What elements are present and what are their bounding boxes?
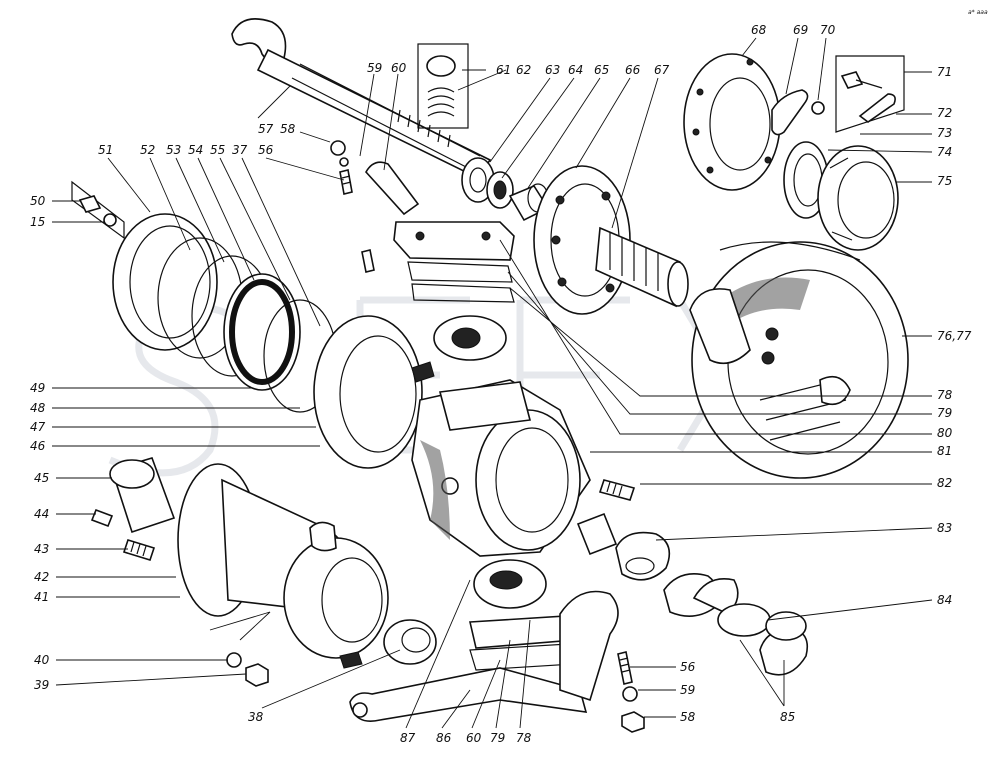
pin-82 [598, 479, 636, 501]
callout-c-43: 43 [34, 542, 49, 556]
bearing-lower [469, 559, 576, 671]
callout-c-82: 82 [937, 476, 952, 490]
callout-c-65: 65 [594, 63, 609, 77]
brake-assembly-76-77 [689, 241, 909, 479]
callout-c-15: 15 [30, 215, 45, 229]
callout-c-44: 44 [34, 507, 49, 521]
callout-c-75: 75 [937, 174, 952, 188]
callout-c-54: 54 [188, 143, 203, 157]
brake-plate-68 [683, 53, 781, 191]
bolts-43-44 [90, 508, 156, 561]
callout-labels: 57 58 59 60 61 62 63 64 65 66 67 68 69 70 71 72 73 74 75 76… [30, 23, 972, 745]
corner-mark: а* ааа [968, 9, 988, 16]
axle-housing-41 [109, 457, 389, 669]
callout-c-47: 47 [30, 420, 46, 434]
pin-56-top [330, 140, 375, 273]
tie-rod-end-83 [576, 512, 671, 581]
callout-c-42: 42 [34, 570, 49, 584]
callout-c-51: 51 [98, 143, 113, 157]
callout-c-71: 71 [937, 65, 952, 79]
cap-spring-box [417, 43, 469, 129]
callout-c-61: 61 [496, 63, 511, 77]
callout-c-73: 73 [937, 126, 952, 140]
steering-arm-86 [349, 590, 619, 722]
callout-c-69: 69 [793, 23, 808, 37]
leader-lines [52, 37, 933, 729]
callout-c-40: 40 [34, 653, 50, 667]
callout-c-66: 66 [625, 63, 641, 77]
callout-c-87: 87 [400, 731, 416, 745]
callout-c-56a: 56 [258, 143, 274, 157]
callout-c-64: 64 [568, 63, 583, 77]
callout-c-63: 63 [545, 63, 560, 77]
wheel-hub-66 [533, 165, 689, 315]
callout-c-59a: 59 [367, 61, 382, 75]
bushing-38 [383, 619, 437, 665]
callout-c-60b: 60 [466, 731, 482, 745]
bearing-upper [433, 315, 507, 361]
callout-c-52: 52 [140, 143, 155, 157]
callout-c-59b: 59 [680, 683, 695, 697]
callout-c-53: 53 [166, 143, 181, 157]
bolt-nut-56-58-59 [617, 651, 645, 733]
callout-c-70: 70 [820, 23, 836, 37]
bolt-50-box [71, 180, 125, 240]
callout-c-60a: 60 [391, 61, 407, 75]
callout-c-80a: 80 [937, 426, 953, 440]
callout-c-41: 41 [34, 590, 49, 604]
seals-63-65 [461, 157, 550, 222]
bearing-housing-75 [817, 145, 899, 251]
callout-c-49: 49 [30, 381, 45, 395]
callout-c-83: 83 [937, 521, 952, 535]
flange-46-47 [313, 315, 435, 469]
callout-c-78b: 78 [516, 731, 532, 745]
callout-c-39: 39 [34, 678, 49, 692]
callout-c-86: 86 [436, 731, 452, 745]
callout-c-78a: 78 [937, 388, 953, 402]
callout-c-74: 74 [937, 145, 952, 159]
nut-washer-39-40 [226, 652, 269, 687]
callout-c-67: 67 [654, 63, 670, 77]
callout-c-38: 38 [248, 710, 264, 724]
callout-c-72: 72 [937, 106, 952, 120]
callout-c-37: 37 [232, 143, 248, 157]
callout-c-79a: 79 [937, 406, 952, 420]
callout-c-55: 55 [210, 143, 225, 157]
bolt-plate-box [835, 55, 905, 133]
callout-c-57: 57 [258, 122, 274, 136]
callout-c-46: 46 [30, 439, 46, 453]
callout-c-79b: 79 [490, 731, 505, 745]
callout-c-50: 50 [30, 194, 46, 208]
callout-c-85: 85 [780, 710, 795, 724]
callout-c-62: 62 [516, 63, 531, 77]
callout-c-48: 48 [30, 401, 46, 415]
callout-c-7677: 76,77 [937, 329, 972, 343]
callout-c-58b: 58 [680, 710, 696, 724]
callout-c-81: 81 [937, 444, 952, 458]
callout-c-84: 84 [937, 593, 952, 607]
bracket-69 [771, 89, 825, 136]
ball-socket-85 [663, 573, 809, 676]
steering-knuckle [411, 379, 591, 557]
callout-c-45: 45 [34, 471, 49, 485]
callout-c-58: 58 [280, 122, 296, 136]
ring-stack-48-54 [112, 213, 337, 413]
steering-arm-top [365, 161, 515, 303]
callout-c-56b: 56 [680, 660, 696, 674]
callout-c-68: 68 [751, 23, 767, 37]
